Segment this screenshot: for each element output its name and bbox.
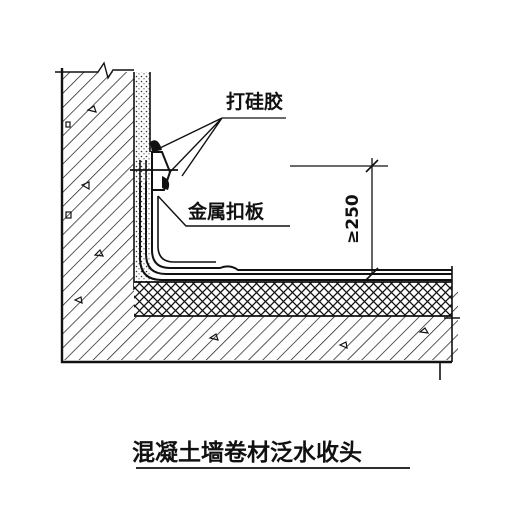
drawing-caption: 混凝土墙卷材泛水收头	[132, 439, 362, 466]
label-min-height: ≥250	[343, 194, 363, 244]
sealant-leader-lines	[159, 117, 286, 177]
aggregate-marks	[65, 105, 430, 349]
label-metal-clamp-plate: 金属扣板	[187, 200, 265, 223]
plaster-layer	[133, 72, 151, 290]
insulation-layer	[134, 281, 452, 317]
clamp-leader-line	[157, 195, 290, 227]
waterproof-membrane	[139, 182, 452, 281]
label-silicone-sealant: 打硅胶	[226, 90, 283, 113]
floor-edge	[439, 266, 460, 380]
sealant-bead	[150, 140, 170, 190]
dimension-min-height	[290, 158, 388, 281]
